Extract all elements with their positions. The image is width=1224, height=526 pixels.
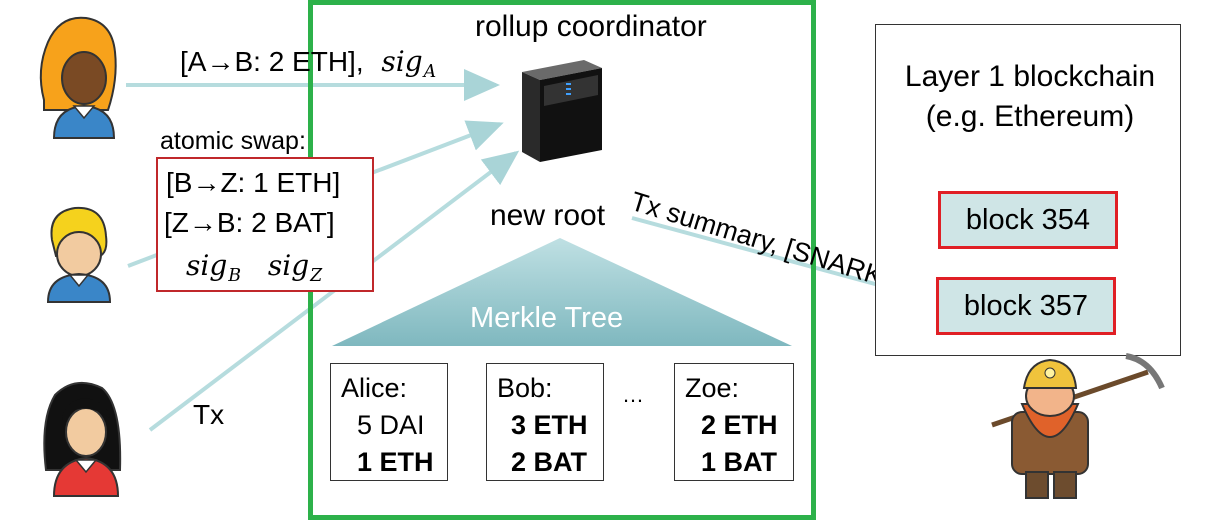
alice-signature: sigA [381,45,436,82]
layer1-title-line1: Layer 1 blockchain [904,60,1156,93]
alice-tx-label: [A→B: 2 ETH], sigA [180,45,436,82]
account-balance-2: 1 ETH [357,447,434,477]
sig-b-text: sig [186,249,228,282]
account-name: Zoe: [685,373,740,403]
account-name: Bob: [497,373,553,403]
swap-line-1: [B→Z: 1 ETH] [166,167,341,198]
account-name: Alice: [341,373,408,403]
account-balance-1: 5 DAI [357,410,425,440]
tx-label: Tx [193,399,225,430]
swap-line-2: [Z→B: 2 BAT] [164,207,335,238]
account-balance-1: 2 ETH [701,410,778,440]
sig-sub: A [423,62,437,83]
merkle-tree-label: Merkle Tree [470,302,624,334]
block-354: block 354 [938,191,1118,249]
layer1-title-line2: (e.g. Ethereum) [925,100,1135,133]
account-alice: Alice: 5 DAI 1 ETH [330,363,448,481]
sig-z-sub: Z [310,266,323,287]
new-root-label: new root [490,199,606,232]
swap-heading: atomic swap: [160,127,306,155]
ellipsis: … [622,382,644,407]
account-balance-1: 3 ETH [511,410,588,440]
sig-b-sub: B [228,266,242,287]
account-balance-2: 1 BAT [701,447,778,477]
account-zoe: Zoe: 2 ETH 1 BAT [674,363,794,481]
block-357: block 357 [936,277,1116,335]
coordinator-title: rollup coordinator [475,10,707,43]
alice-tx-text: [A→B: 2 ETH], [180,46,364,77]
atomic-swap-box: [B→Z: 1 ETH] [Z→B: 2 BAT] sigB sigZ [156,157,374,292]
account-bob: Bob: 3 ETH 2 BAT [486,363,604,481]
sig-z-text: sig [267,249,310,282]
account-balance-2: 2 BAT [511,447,588,477]
sig-text: sig [381,45,423,78]
swap-signatures: sigB sigZ [186,249,322,286]
